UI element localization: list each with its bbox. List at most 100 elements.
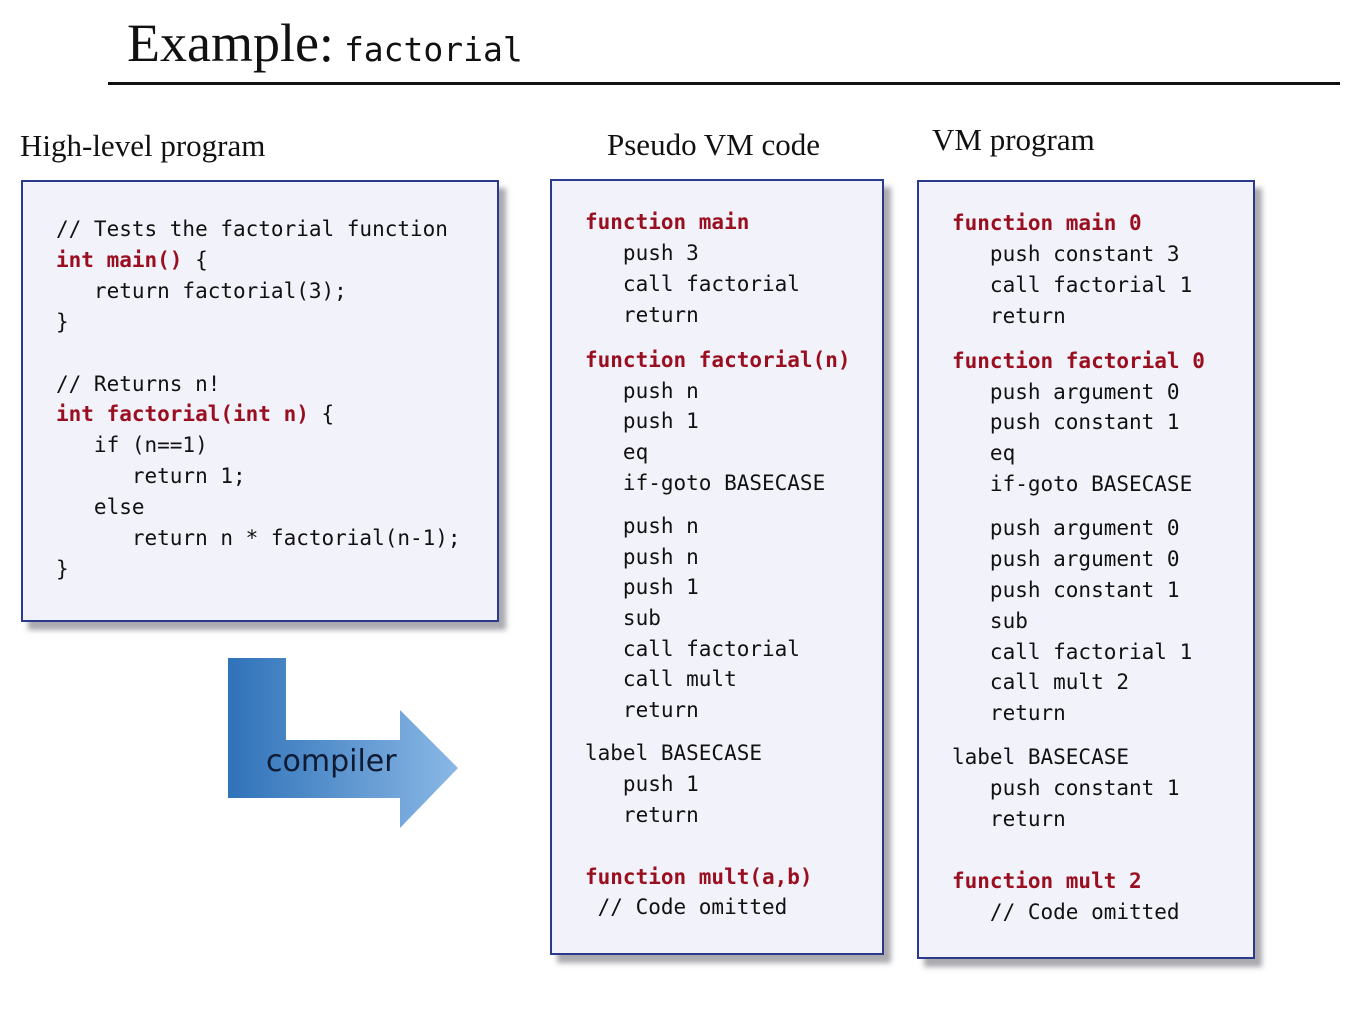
code-text: push 1 (585, 575, 699, 599)
code-line: push n (585, 514, 699, 538)
code-text: return n * factorial(n-1); (56, 526, 461, 550)
code-text: return (952, 701, 1066, 725)
compiler-label: compiler (266, 744, 397, 779)
code-line: sub (585, 606, 661, 630)
code-line: } (56, 310, 69, 334)
code-line: return (585, 803, 699, 827)
code-line: push argument 0 (952, 547, 1180, 571)
code-keyword: function factorial(n) (585, 348, 851, 372)
bent-arrow-icon (228, 658, 458, 828)
code-text: push 1 (585, 409, 699, 433)
code-line: push 1 (585, 772, 699, 796)
code-text: { (308, 402, 335, 426)
code-text: // Code omitted (952, 900, 1180, 924)
title-word: Example: (127, 13, 334, 73)
vm-program-header: VM program (932, 122, 1095, 157)
code-text: } (56, 557, 69, 581)
code-text: push argument 0 (952, 516, 1180, 540)
code-text: // Code omitted (585, 895, 788, 919)
code-text: eq (585, 440, 649, 464)
code-keyword: function main 0 (952, 211, 1142, 235)
code-line: // Code omitted (952, 900, 1180, 924)
code-text: return (952, 304, 1066, 328)
code-line: if-goto BASECASE (952, 472, 1192, 496)
code-line: eq (952, 441, 1015, 465)
vm-program-panel (917, 180, 1255, 959)
code-line: push n (585, 545, 699, 569)
code-line: // Tests the factorial function (56, 217, 448, 241)
code-line: push 3 (585, 241, 699, 265)
code-line: sub (952, 609, 1028, 633)
code-line: function mult 2 (952, 869, 1142, 893)
code-line: // Returns n! (56, 372, 220, 396)
code-keyword: function main (585, 210, 750, 234)
code-line: int factorial(int n) { (56, 402, 334, 426)
code-line: call factorial (585, 272, 800, 296)
code-line: call mult 2 (952, 670, 1129, 694)
code-text: // Tests the factorial function (56, 217, 448, 241)
code-line: return (585, 303, 699, 327)
pseudo-vm-panel (550, 179, 884, 955)
code-text: call factorial (585, 272, 800, 296)
code-text: push n (585, 379, 699, 403)
code-text: { (182, 248, 208, 272)
code-line: push 1 (585, 409, 699, 433)
code-line: return (952, 701, 1066, 725)
code-line: push constant 1 (952, 776, 1180, 800)
code-text: call mult (585, 667, 737, 691)
code-text: push n (585, 514, 699, 538)
code-text: if (n==1) (56, 433, 208, 457)
code-line: return 1; (56, 464, 246, 488)
code-text: return (585, 303, 699, 327)
code-text: eq (952, 441, 1016, 465)
code-line: int main() { (56, 248, 208, 272)
code-text: label BASECASE (952, 745, 1130, 769)
code-line: if (n==1) (56, 433, 208, 457)
code-text: // Returns n! (56, 372, 221, 396)
code-text: call mult 2 (952, 670, 1130, 694)
code-text: push argument 0 (952, 380, 1180, 404)
title-underline (108, 82, 1340, 85)
pseudo-vm-header: Pseudo VM code (607, 127, 820, 162)
code-line: push constant 1 (952, 410, 1180, 434)
code-line: push constant 3 (952, 242, 1180, 266)
code-keyword: function mult 2 (952, 869, 1142, 893)
code-line: function main (585, 210, 749, 234)
code-text: push 1 (585, 772, 699, 796)
code-text: call factorial 1 (952, 640, 1193, 664)
code-line: return n * factorial(n-1); (56, 526, 461, 550)
code-text: return (585, 803, 699, 827)
code-line: call factorial (585, 637, 800, 661)
code-text: if-goto BASECASE (585, 471, 826, 495)
high-level-header: High-level program (20, 128, 266, 163)
code-keyword: int factorial(int n) (56, 402, 309, 426)
code-line: function main 0 (952, 211, 1142, 235)
code-line: call mult (585, 667, 737, 691)
code-line: else (56, 495, 145, 519)
code-line: push argument 0 (952, 516, 1180, 540)
code-keyword: function factorial 0 (952, 349, 1205, 373)
code-line: return (952, 807, 1066, 831)
code-text: call factorial (585, 637, 800, 661)
code-text: return factorial(3); (56, 279, 347, 303)
code-text: if-goto BASECASE (952, 472, 1193, 496)
code-text: push constant 1 (952, 776, 1180, 800)
code-line: eq (585, 440, 648, 464)
high-level-panel (21, 180, 499, 622)
code-text: push constant 3 (952, 242, 1180, 266)
code-line: call factorial 1 (952, 640, 1192, 664)
code-line: function factorial 0 (952, 349, 1205, 373)
code-line: label BASECASE (585, 741, 762, 765)
code-text: else (56, 495, 145, 519)
code-text: } (56, 310, 69, 334)
code-text: return (585, 698, 699, 722)
code-line: // Code omitted (585, 895, 788, 919)
code-text: sub (585, 606, 661, 630)
code-line: return (952, 304, 1066, 328)
code-text: call factorial 1 (952, 273, 1193, 297)
title-code: factorial (343, 30, 523, 69)
code-line: } (56, 557, 69, 581)
code-line: push n (585, 379, 699, 403)
code-line: function factorial(n) (585, 348, 851, 372)
code-line: if-goto BASECASE (585, 471, 825, 495)
